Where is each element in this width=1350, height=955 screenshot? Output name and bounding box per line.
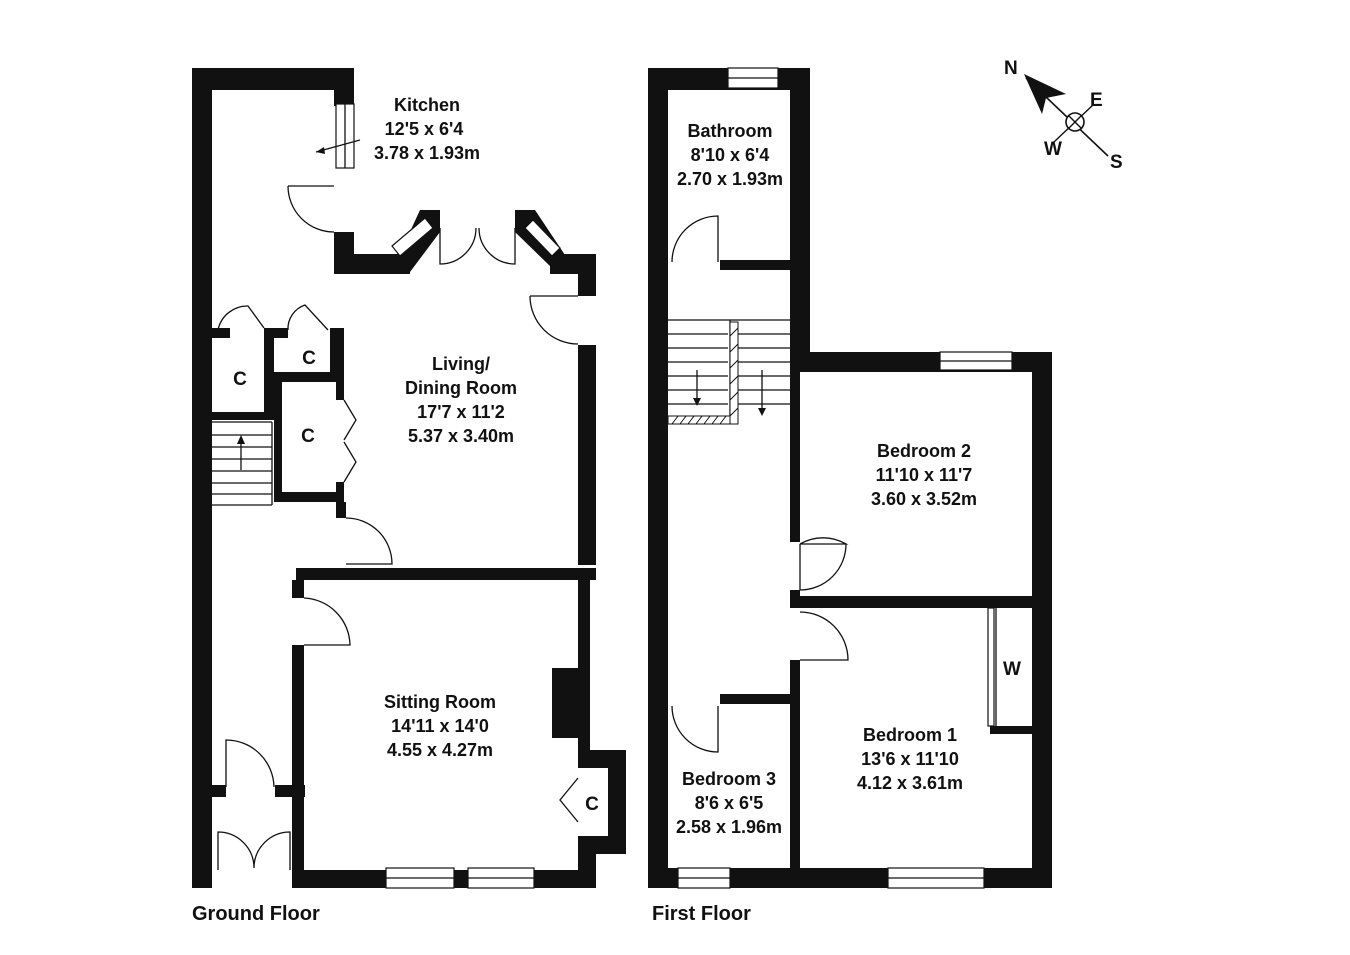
bathroom-name: Bathroom	[688, 121, 773, 141]
compass-west: W	[1044, 139, 1062, 160]
living-metric: 5.37 x 3.40m	[408, 426, 514, 446]
bedroom2-imperial: 11'10 x 11'7	[876, 465, 973, 485]
living-imperial: 17'7 x 11'2	[417, 402, 505, 422]
bedroom1-metric: 4.12 x 3.61m	[857, 773, 963, 793]
living-name-line2: Dining Room	[405, 378, 517, 398]
floor-labels: Ground Floor First Floor	[192, 903, 751, 925]
cupboard-labels: C C C C W	[233, 348, 1021, 815]
north-arrow-icon	[1024, 74, 1066, 114]
ground-floor-label: Ground Floor	[192, 903, 320, 925]
ground-stairs	[212, 421, 273, 506]
room-labels: Kitchen 12'5 x 6'4 3.78 x 1.93m Living/ …	[374, 95, 977, 837]
cupboard-label: C	[233, 369, 247, 390]
bedroom1-name: Bedroom 1	[863, 725, 957, 745]
kitchen-label: Kitchen 12'5 x 6'4 3.78 x 1.93m	[374, 95, 480, 163]
kitchen-imperial: 12'5 x 6'4	[385, 119, 464, 139]
kitchen-metric: 3.78 x 1.93m	[374, 143, 480, 163]
cupboard-label: C	[301, 426, 315, 447]
bathroom-metric: 2.70 x 1.93m	[677, 169, 783, 189]
sitting-metric: 4.55 x 4.27m	[387, 740, 493, 760]
cupboard-label: C	[302, 348, 316, 369]
sitting-imperial: 14'11 x 14'0	[391, 716, 489, 736]
bedroom2-metric: 3.60 x 3.52m	[871, 489, 977, 509]
compass-rose: N E W S	[1004, 58, 1123, 173]
first-floor-plan	[648, 67, 1052, 889]
bathroom-label: Bathroom 8'10 x 6'4 2.70 x 1.93m	[677, 121, 783, 189]
living-label: Living/ Dining Room 17'7 x 11'2 5.37 x 3…	[405, 354, 517, 446]
wardrobe-label: W	[1003, 659, 1021, 680]
bathroom-imperial: 8'10 x 6'4	[691, 145, 770, 165]
compass-south: S	[1110, 152, 1123, 173]
bedroom3-imperial: 8'6 x 6'5	[695, 793, 764, 813]
sitting-name: Sitting Room	[384, 692, 496, 712]
ground-floor-plan	[192, 68, 626, 889]
first-floor-stairs	[667, 319, 790, 425]
bedroom1-label: Bedroom 1 13'6 x 11'10 4.12 x 3.61m	[857, 725, 963, 793]
bedroom3-metric: 2.58 x 1.96m	[676, 817, 782, 837]
kitchen-name: Kitchen	[394, 95, 460, 115]
bedroom2-name: Bedroom 2	[877, 441, 971, 461]
sitting-label: Sitting Room 14'11 x 14'0 4.55 x 4.27m	[384, 692, 496, 760]
bedroom1-imperial: 13'6 x 11'10	[861, 749, 959, 769]
compass-east: E	[1090, 90, 1103, 111]
bedroom3-name: Bedroom 3	[682, 769, 776, 789]
cupboard-label: C	[585, 794, 599, 815]
bedroom2-label: Bedroom 2 11'10 x 11'7 3.60 x 3.52m	[871, 441, 977, 509]
compass-north: N	[1004, 58, 1018, 79]
bedroom3-label: Bedroom 3 8'6 x 6'5 2.58 x 1.96m	[676, 769, 782, 837]
living-name-line1: Living/	[432, 354, 490, 374]
first-floor-label: First Floor	[652, 903, 751, 925]
